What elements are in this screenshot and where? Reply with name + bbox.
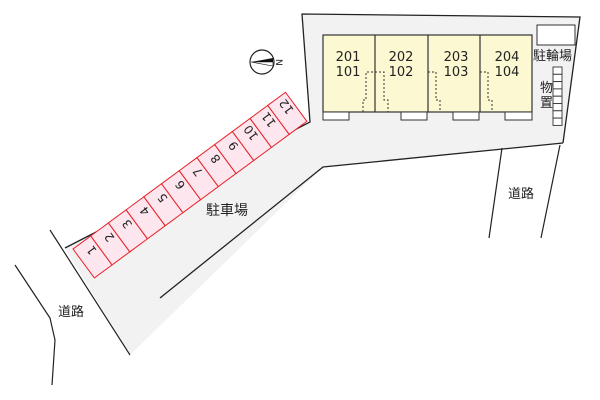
- compass-north-icon: N: [249, 49, 283, 75]
- storage-cell: [552, 110, 563, 119]
- road-label-left: 道路: [58, 304, 84, 320]
- compass-label: N: [273, 59, 283, 66]
- lot-boundary-bottom: [159, 142, 564, 299]
- storage-cell: [552, 81, 563, 90]
- bicycle-parking-label: 駐輪場: [533, 48, 572, 64]
- parking-stall: 12: [267, 91, 308, 136]
- storage-shed: [552, 66, 563, 126]
- bicycle-parking-area: [536, 24, 576, 46]
- unit-upper: 203: [444, 50, 469, 65]
- road-edge: [540, 144, 561, 239]
- storage-cell: [552, 103, 563, 112]
- unit-lower: 102: [389, 65, 414, 80]
- road-edge: [49, 229, 131, 356]
- road-edge: [14, 264, 56, 386]
- storage-cell: [552, 88, 563, 97]
- unit-lower: 101: [336, 65, 361, 80]
- storage-cell: [552, 117, 563, 126]
- unit-lower: 103: [444, 65, 469, 80]
- unit-upper: 201: [336, 50, 361, 65]
- storage-cell: [552, 73, 563, 83]
- unit-upper: 202: [389, 50, 414, 65]
- road-label-right: 道路: [508, 186, 534, 202]
- parking-stall-box: [267, 91, 308, 136]
- parking-stall: 9: [213, 130, 255, 175]
- unit-upper: 204: [495, 50, 520, 65]
- road-edge: [488, 147, 503, 239]
- storage-label-1: 物: [540, 81, 553, 96]
- apartment-building: 201 101 202 102 203 103 204 104: [322, 34, 533, 121]
- storage-cell: [552, 66, 563, 75]
- storage-label-2: 置: [540, 96, 553, 111]
- storage-cell: [552, 95, 563, 104]
- unit-lower: 104: [495, 65, 520, 80]
- parking-lot-label: 駐車場: [206, 202, 248, 219]
